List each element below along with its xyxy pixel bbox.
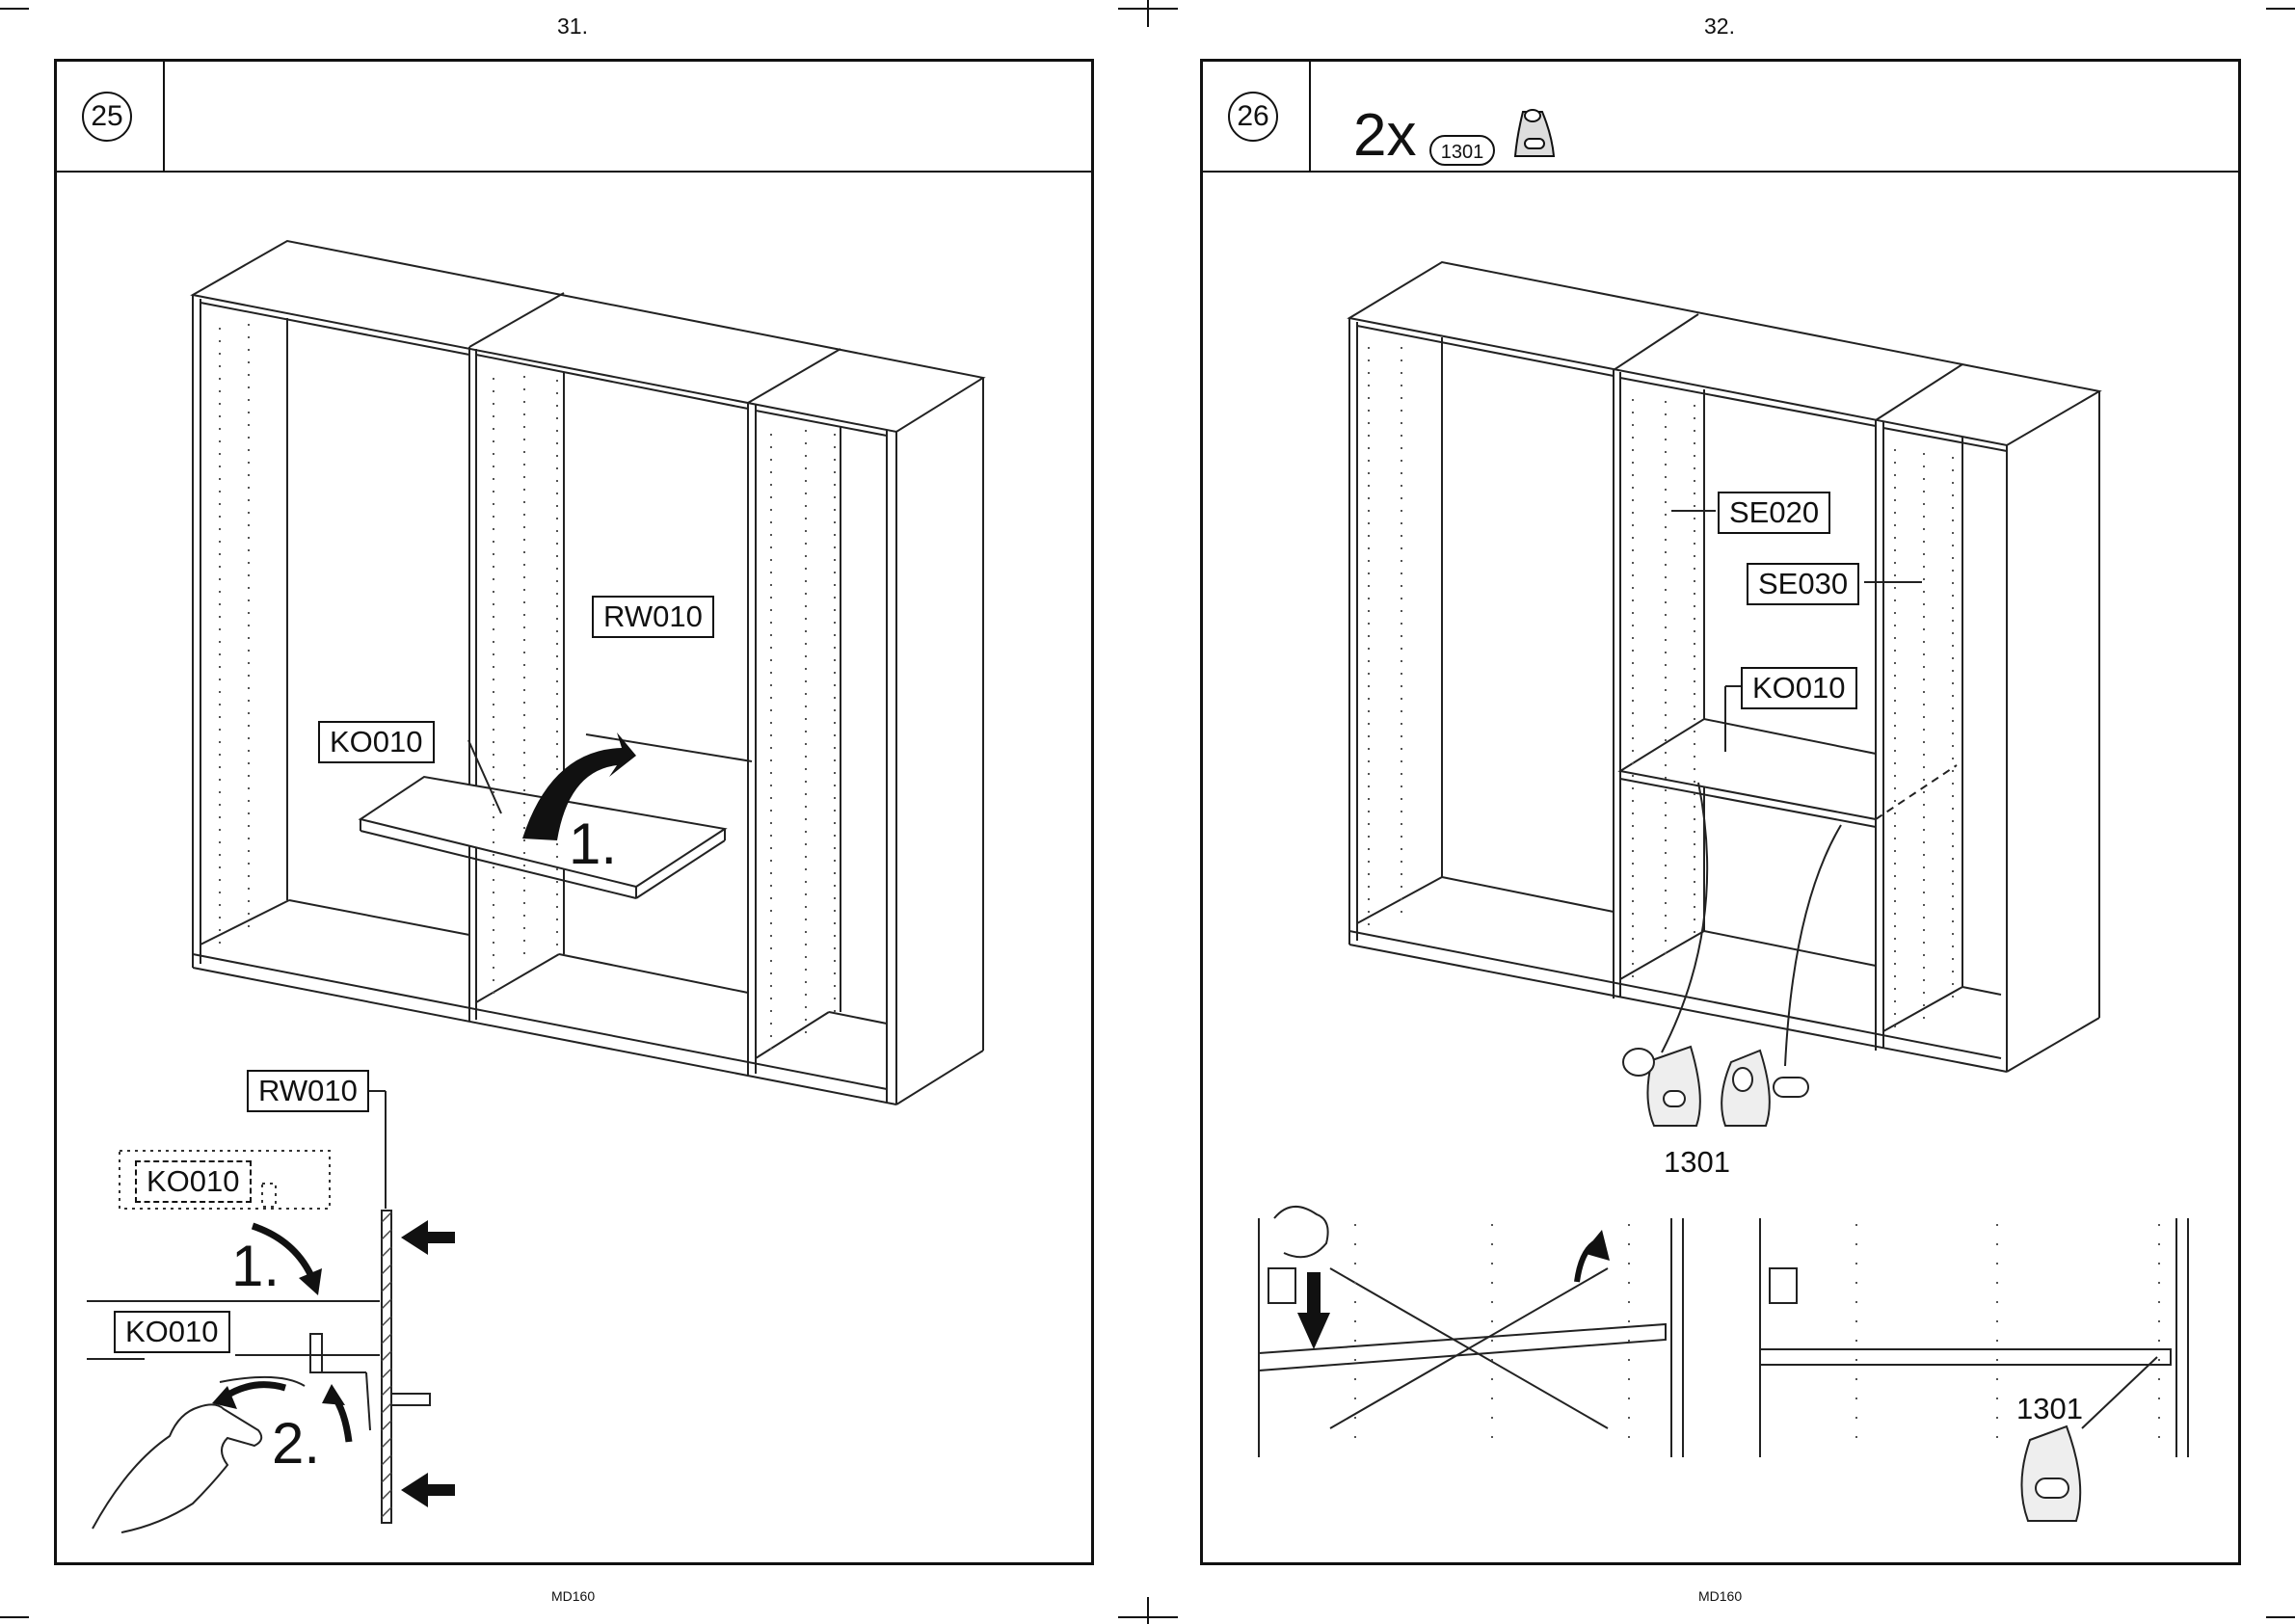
part-1301-label-detail: 1301 — [2016, 1392, 2083, 1426]
